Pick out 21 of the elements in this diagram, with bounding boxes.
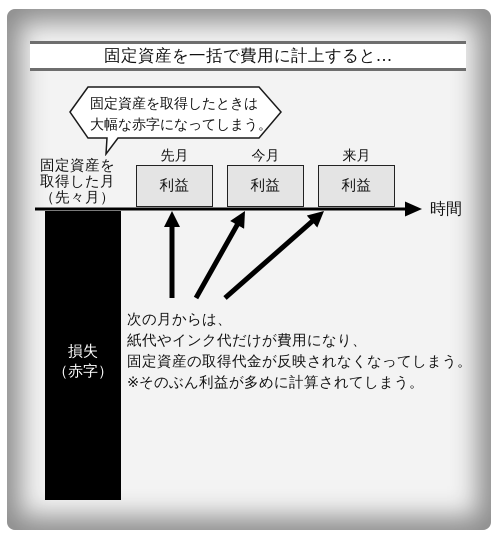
loss-bar bbox=[45, 211, 121, 500]
month-label: 今月 bbox=[252, 148, 280, 165]
month-label: 先月 bbox=[160, 148, 188, 165]
month-label: 来月 bbox=[342, 148, 370, 165]
month-caption: 固定資産を取得した月（先々月） bbox=[40, 158, 115, 206]
title-banner: 固定資産を一括で費用に計上すると… bbox=[30, 41, 466, 71]
arrow bbox=[164, 211, 180, 298]
arrow bbox=[194, 210, 248, 300]
bar-label: （赤字） bbox=[53, 361, 113, 381]
note-text: 紙代やインク代だけが費用になり、 bbox=[127, 333, 367, 349]
note-text: 次の月からは、 bbox=[127, 312, 232, 328]
arrow bbox=[223, 209, 326, 300]
profit-box: 利益 bbox=[227, 165, 304, 207]
note-text: 固定資産の取得代金が反映されなくなってしまう。 bbox=[127, 354, 472, 370]
note-text: ※そのぶん利益が多めに計算されてしまう。 bbox=[127, 375, 424, 391]
bubble-text: 大幅な赤字になってしまう。 bbox=[90, 117, 272, 133]
bubble-text: 固定資産を取得したときは bbox=[90, 96, 258, 112]
bar-label: 損失 bbox=[68, 341, 98, 361]
axis-label: 時間 bbox=[430, 199, 462, 219]
profit-box: 利益 bbox=[318, 165, 395, 207]
profit-box: 利益 bbox=[136, 165, 213, 207]
